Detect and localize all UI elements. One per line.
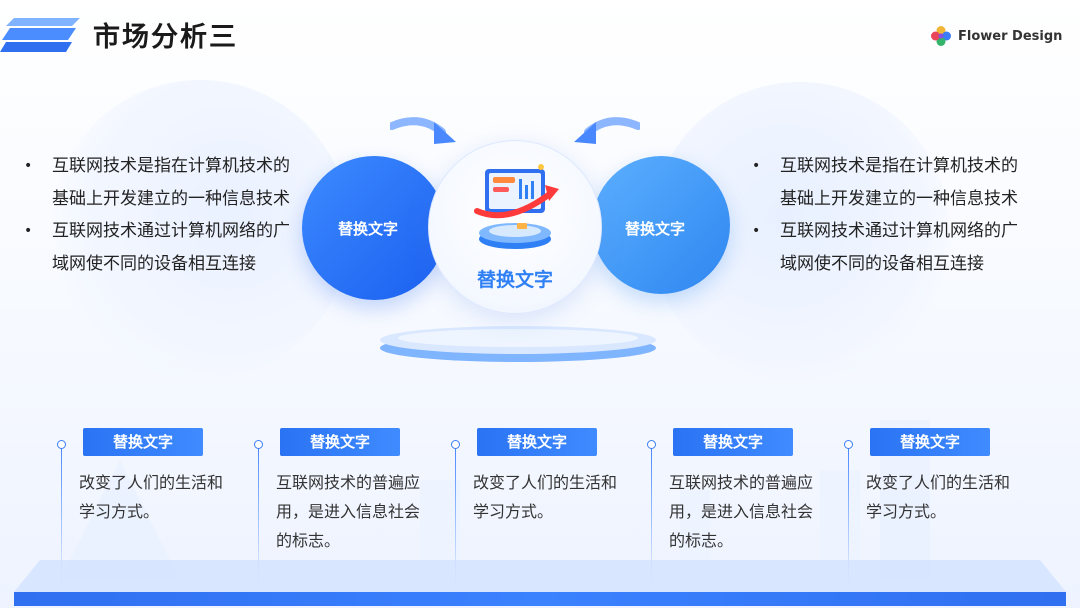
step-description: 改变了人们的生活和学习方式。 xyxy=(866,473,1011,521)
step-tag: 替换文字 xyxy=(83,428,203,456)
bottom-bar xyxy=(14,592,1066,606)
page-title: 市场分析三 xyxy=(93,22,238,53)
left-blue-circle: 替换文字 xyxy=(302,156,446,300)
bullet-dot-icon: • xyxy=(24,223,33,239)
left-circle-label: 替换文字 xyxy=(337,220,398,238)
floor-trapezoid xyxy=(14,560,1066,592)
brand-logo: Flower Design xyxy=(930,25,1062,47)
brand-name: Flower Design xyxy=(958,28,1063,44)
timeline-node-icon xyxy=(57,440,66,449)
timeline-node-icon xyxy=(254,440,263,449)
flower-icon xyxy=(931,26,951,46)
bullet-dot-icon: • xyxy=(752,158,761,174)
timeline-node-icon xyxy=(844,440,853,449)
step-description: 互联网技术的普遍应用，是进入信息社会的标志。 xyxy=(276,473,421,550)
timeline-node-icon xyxy=(451,440,460,449)
right-circle-label: 替换文字 xyxy=(624,220,685,238)
left-bullet-item: • 互联网技术通过计算机网络的广域网使不同的设备相互连接 xyxy=(24,215,294,280)
center-circle: 替换文字 xyxy=(428,140,602,314)
curved-arrow-right-icon xyxy=(574,117,640,144)
step-tag: 替换文字 xyxy=(477,428,597,456)
left-bullet-list: • 互联网技术是指在计算机技术的基础上开发建立的一种信息技术 • 互联网技术通过… xyxy=(24,150,294,280)
step-description: 改变了人们的生活和学习方式。 xyxy=(79,473,224,521)
timeline-node-icon xyxy=(647,440,656,449)
curved-arrow-left-icon xyxy=(390,117,456,144)
bullet-dot-icon: • xyxy=(24,158,33,174)
step-description: 互联网技术的普遍应用，是进入信息社会的标志。 xyxy=(669,473,814,550)
step-tag: 替换文字 xyxy=(673,428,793,456)
right-bullet-list: • 互联网技术是指在计算机技术的基础上开发建立的一种信息技术 • 互联网技术通过… xyxy=(752,150,1022,280)
left-background-glow xyxy=(50,80,350,380)
right-blue-circle: 替换文字 xyxy=(592,156,730,294)
pedestal-base xyxy=(380,326,656,362)
left-bullet-item: • 互联网技术是指在计算机技术的基础上开发建立的一种信息技术 xyxy=(24,150,294,215)
step-tag: 替换文字 xyxy=(280,428,400,456)
bullet-dot-icon: • xyxy=(752,223,761,239)
right-bullet-item: • 互联网技术是指在计算机技术的基础上开发建立的一种信息技术 xyxy=(752,150,1022,215)
step-tag: 替换文字 xyxy=(870,428,990,456)
header-decor-stripes xyxy=(0,18,80,52)
right-bullet-item: • 互联网技术通过计算机网络的广域网使不同的设备相互连接 xyxy=(752,215,1022,280)
step-description: 改变了人们的生活和学习方式。 xyxy=(473,473,618,521)
dashboard-monitor-icon xyxy=(474,164,559,249)
center-circle-label: 替换文字 xyxy=(476,269,553,291)
